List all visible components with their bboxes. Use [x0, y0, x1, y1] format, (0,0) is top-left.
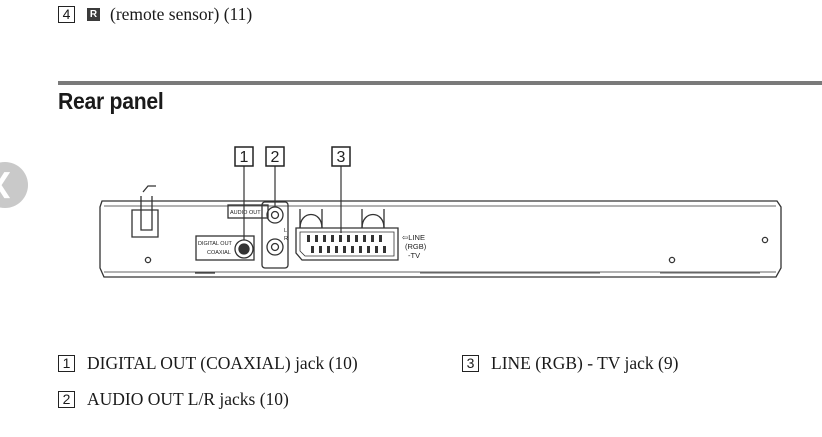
- audio-out-label: AUDIO OUT: [230, 210, 261, 216]
- remote-sensor-text: (remote sensor) (11): [110, 4, 253, 24]
- legend-number-box: 2: [58, 391, 75, 408]
- legend-number-box: 1: [58, 355, 75, 372]
- line-label-3: -TV: [408, 251, 420, 260]
- legend-text: LINE (RGB) - TV jack (9): [491, 353, 679, 373]
- legend-item: 2 AUDIO OUT L/R jacks (10): [58, 389, 289, 410]
- callout-box-2: [265, 146, 285, 167]
- power-socket: [131, 209, 159, 238]
- legend-text: AUDIO OUT L/R jacks (10): [87, 389, 289, 409]
- callout-box-1: [234, 146, 254, 167]
- legend-item: 3 LINE (RGB) - TV jack (9): [462, 353, 678, 374]
- digital-out-label: DIGITAL OUT: [198, 241, 233, 247]
- section-heading: Rear panel: [58, 88, 164, 114]
- panel-body-outline: [99, 200, 782, 278]
- line-label-1: ⇦LINE: [402, 233, 425, 242]
- l-label: L: [284, 228, 287, 234]
- section-divider: [58, 81, 822, 85]
- coaxial-label: COAXIAL: [207, 250, 231, 256]
- r-label: R: [284, 236, 288, 242]
- remote-sensor-item: 4 R (remote sensor) (11): [58, 4, 252, 25]
- line-label-2: (RGB): [405, 242, 427, 251]
- digital-out-plate: [195, 235, 255, 261]
- screw: [144, 256, 152, 264]
- legend-item: 1 DIGITAL OUT (COAXIAL) jack (10): [58, 353, 358, 374]
- scart-connector: [295, 227, 399, 261]
- screw: [761, 236, 769, 244]
- legend-number-box: 3: [462, 355, 479, 372]
- callout-1: 1: [240, 149, 249, 166]
- item-number-box: 4: [58, 6, 75, 23]
- callout-2: 2: [271, 149, 280, 166]
- audio-jack-r: [266, 238, 284, 256]
- callout-3: 3: [337, 149, 346, 166]
- screw: [668, 256, 676, 264]
- legend-text: DIGITAL OUT (COAXIAL) jack (10): [87, 353, 358, 373]
- remote-sensor-icon: R: [87, 8, 100, 21]
- audio-jack-l: [266, 206, 284, 224]
- callout-box-3: [331, 146, 351, 167]
